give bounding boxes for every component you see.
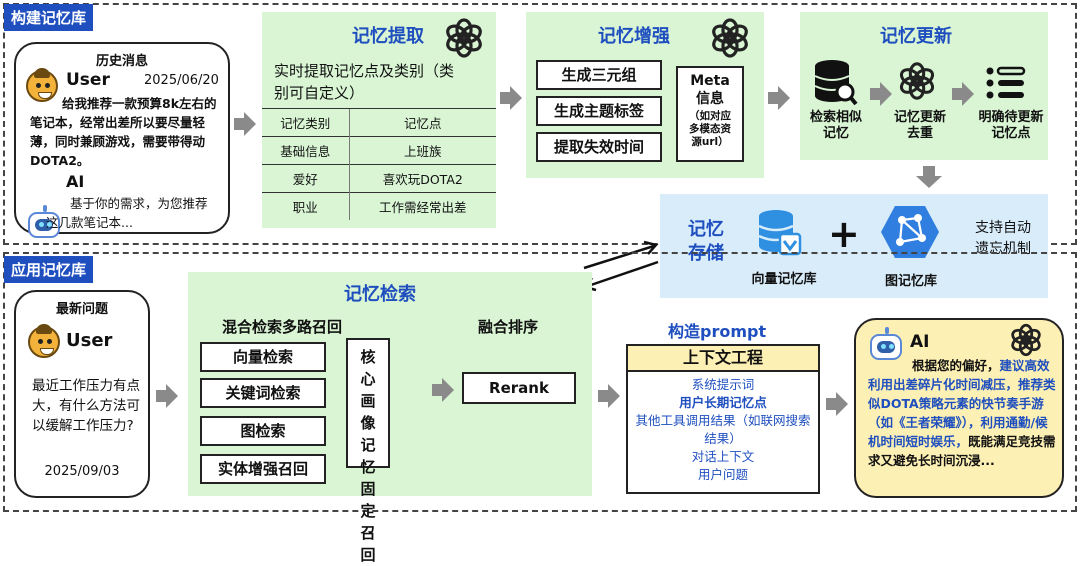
openai-icon <box>899 62 935 100</box>
apply-tag: 应用记忆库 <box>4 256 94 283</box>
ai-label: AI <box>66 172 85 191</box>
table-cell: 上班族 <box>348 136 496 165</box>
retrieval-item: 图检索 <box>200 416 326 446</box>
memory-table: 记忆类别记忆点 基础信息上班族 爱好喜欢玩DOTA2 职业工作需经常出差 <box>262 108 496 220</box>
table-cell: 工作需经常出差 <box>348 192 496 220</box>
graph-db-icon <box>881 206 939 258</box>
context-line: 对话上下文 <box>691 449 755 464</box>
meta-box: Meta信息 （如对应多模态资源url） <box>676 66 744 162</box>
vector-db-label: 向量记忆库 <box>751 272 817 287</box>
apply-section <box>3 252 1077 512</box>
update-step-mark: 明确待更新记忆点 <box>978 110 1044 141</box>
graph-db-label: 图记忆库 <box>884 274 937 289</box>
answer-text: 根据您的偏好，建议高效利用出差碎片化时间减压，推荐类似DOTA策略元素的快节奏手… <box>868 356 1056 470</box>
ai-avatar <box>28 205 60 238</box>
question-date: 2025/09/03 <box>44 464 120 479</box>
retrieval-title: 记忆检索 <box>344 284 416 305</box>
enhance-item: 提取失效时间 <box>536 132 662 162</box>
prompt-title: 构造prompt <box>668 322 767 341</box>
build-section <box>3 3 1077 245</box>
fusion-title: 融合排序 <box>478 318 539 336</box>
retrieval-subtitle: 混合检索多路召回 <box>222 318 343 336</box>
answer-seg: 既能满足竞技需求又避免长时间沉浸... <box>868 434 1056 468</box>
storage-panel: 记忆存储 向量记忆库 + 图记忆库 支持自动遗忘机制 <box>660 194 1048 298</box>
enhance-title: 记忆增强 <box>598 26 670 47</box>
user-message: 给我推荐一款预算8k左右的笔记本，经常出差所以要尽量轻薄，同时兼顾游戏，需要带得… <box>30 96 217 168</box>
table-header: 记忆点 <box>348 108 496 137</box>
retrieval-item: 实体增强召回 <box>200 454 326 484</box>
openai-icon <box>446 18 482 58</box>
plus-icon: + <box>828 212 860 256</box>
enhance-panel: 记忆增强 生成三元组 生成主题标签 提取失效时间 Meta信息 （如对应多模态资… <box>526 12 764 178</box>
build-tag: 构建记忆库 <box>4 4 94 31</box>
context-line: 用户问题 <box>697 467 748 482</box>
table-cell: 基础信息 <box>262 136 350 165</box>
meta-title: Meta信息 <box>690 73 730 107</box>
answer-seg: 利用通勤/候机时间短时娱乐， <box>868 415 1048 449</box>
extract-panel: 记忆提取 实时提取记忆点及类别（类别可自定义） 记忆类别记忆点 基础信息上班族 … <box>262 12 496 228</box>
enhance-item: 生成主题标签 <box>536 96 662 126</box>
extract-desc: 实时提取记忆点及类别（类别可自定义） <box>274 62 455 102</box>
answer-seg: 推荐类似DOTA策略元素的快节奏手游（如《王者荣耀》）， <box>868 377 1056 430</box>
update-step-search: 检索相似记忆 <box>809 110 862 141</box>
context-line: 用户长期记忆点 <box>679 395 767 410</box>
user-avatar <box>26 68 58 102</box>
history-title: 历史消息 <box>95 54 148 69</box>
openai-icon <box>1011 323 1041 357</box>
table-cell: 职业 <box>262 192 350 220</box>
openai-icon <box>712 18 748 58</box>
ai-label: AI <box>910 332 930 352</box>
rerank-box: Rerank <box>462 372 576 404</box>
meta-note: （如对应多模态资源url） <box>689 110 731 148</box>
answer-seg: 根据您的偏好， <box>912 358 1000 373</box>
extract-title: 记忆提取 <box>352 26 424 47</box>
user-date: 2025/06/20 <box>144 73 219 88</box>
user-avatar <box>28 324 60 358</box>
context-line: 系统提示词 <box>691 377 755 392</box>
update-title: 记忆更新 <box>880 26 952 47</box>
vector-db-icon <box>758 210 802 256</box>
ai-avatar <box>870 327 902 360</box>
update-step-dedupe: 记忆更新去重 <box>893 110 946 141</box>
answer-seg: 建议高效利用出差碎片化时间减压， <box>868 358 1050 392</box>
ai-message: 基于你的需求，为您推荐这几款笔记本... <box>46 196 208 230</box>
question-text: 最近工作压力有点大，有什么方法可以缓解工作压力? <box>32 378 140 434</box>
question-title: 最新问题 <box>55 302 108 317</box>
answer-panel: AI 根据您的偏好，建议高效利用出差碎片化时间减压，推荐类似DOTA策略元素的快… <box>854 318 1064 498</box>
context-title: 上下文工程 <box>628 346 818 372</box>
retrieval-item: 关键词检索 <box>200 378 326 408</box>
user-label: User <box>66 330 113 351</box>
history-panel: 历史消息 User 2025/06/20 给我推荐一款预算8k左右的笔记本，经常… <box>14 42 230 238</box>
enhance-item: 生成三元组 <box>536 60 662 90</box>
table-cell: 爱好 <box>262 164 350 193</box>
context-box: 上下文工程 系统提示词 用户长期记忆点 其他工具调用结果（如联网搜索结果） 对话… <box>626 344 820 494</box>
retrieval-item: 向量检索 <box>200 342 326 372</box>
question-panel: 最新问题 User 最近工作压力有点大，有什么方法可以缓解工作压力? 2025/… <box>14 290 150 498</box>
retrieval-panel: 记忆检索 混合检索多路召回 向量检索 关键词检索 图检索 实体增强召回 核心画像… <box>188 272 592 564</box>
user-label: User <box>66 70 110 90</box>
core-profile-box: 核心画像记忆固定召回 <box>346 338 390 564</box>
table-cell: 喜欢玩DOTA2 <box>348 164 496 193</box>
update-panel: 记忆更新 检索相似记忆 记忆更新去重 明确待更新记忆点 <box>800 12 1048 160</box>
list-icon <box>986 66 1026 99</box>
context-line: 其他工具调用结果（如联网搜索结果） <box>635 413 811 446</box>
database-search-icon <box>814 60 858 106</box>
table-header: 记忆类别 <box>262 108 350 137</box>
